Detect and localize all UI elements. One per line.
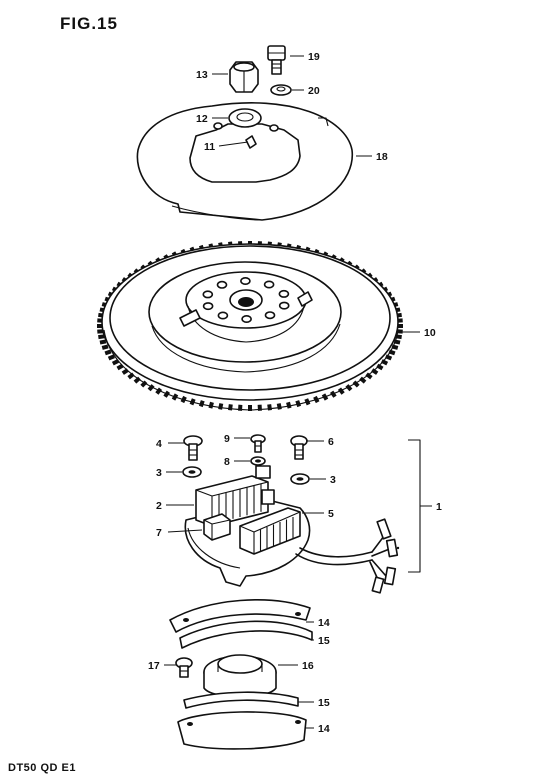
part-6-screw[interactable] (290, 435, 308, 460)
part-5-lighting-coil[interactable] (239, 507, 301, 555)
part-14-lower-plate[interactable] (177, 711, 307, 750)
part-4-screw[interactable] (183, 435, 203, 461)
gear-tooth (101, 344, 109, 350)
callout-3-left: 3 (156, 467, 162, 479)
bolt-hole (263, 280, 275, 289)
gear-tooth (380, 359, 389, 366)
gear-tooth (228, 404, 233, 411)
gear-tooth (359, 376, 367, 384)
callout-20: 20 (308, 85, 320, 97)
gear-tooth (371, 368, 379, 375)
gear-tooth (286, 401, 292, 409)
gear-tooth (98, 334, 105, 340)
bolt-hole (202, 302, 214, 311)
gear-tooth (352, 380, 360, 388)
gear-tooth (189, 398, 196, 406)
flywheel-bolt-holes (202, 276, 290, 323)
callout-14-lower: 14 (318, 723, 330, 735)
gear-tooth (140, 380, 148, 388)
part-14-upper-plate[interactable] (169, 599, 311, 633)
gear-tooth (133, 376, 141, 384)
bolt-hole (241, 314, 252, 323)
gear-tooth (345, 384, 353, 392)
callout-18: 18 (376, 151, 388, 163)
assembly-bracket (408, 439, 421, 573)
part-15-lower-band[interactable] (183, 691, 299, 709)
part-16-collar[interactable] (203, 654, 277, 698)
part-20-washer[interactable] (270, 84, 292, 96)
gear-tooth (248, 405, 252, 411)
callout-7: 7 (156, 527, 162, 539)
gear-tooth (295, 400, 302, 408)
callout-5: 5 (328, 508, 334, 520)
gear-tooth (127, 372, 135, 380)
part-2-charge-coil[interactable] (195, 465, 271, 527)
gear-tooth (208, 401, 214, 409)
gear-tooth (267, 404, 272, 411)
bolt-hole (216, 280, 228, 289)
callout-3-right: 3 (330, 474, 336, 486)
part-3-washer-left[interactable] (182, 466, 202, 478)
part-17-screw[interactable] (175, 657, 193, 678)
gear-tooth (337, 387, 345, 395)
bolt-hole (278, 301, 290, 310)
callout-15-lower: 15 (318, 697, 330, 709)
part-19-bolt[interactable] (267, 45, 286, 75)
gear-tooth (99, 339, 107, 345)
figure-title: FIG.15 (60, 14, 118, 33)
gear-tooth (388, 349, 396, 356)
callout-9: 9 (224, 433, 230, 445)
part-10-flywheel[interactable] (97, 241, 403, 411)
callout-14-upper: 14 (318, 617, 330, 629)
callout-15-upper: 15 (318, 635, 330, 647)
callout-1: 1 (436, 501, 442, 513)
callout-16: 16 (302, 660, 314, 672)
gear-tooth (376, 363, 384, 371)
gear-tooth (147, 384, 155, 392)
gear-tooth (97, 329, 104, 334)
callout-4: 4 (156, 438, 162, 450)
gear-tooth (385, 354, 393, 361)
part-15-upper-band[interactable] (179, 620, 313, 649)
part-3-washer-right[interactable] (290, 473, 310, 485)
bolt-hole (202, 290, 214, 299)
callout-8: 8 (224, 456, 230, 468)
gear-tooth (276, 403, 282, 410)
part-8-washer[interactable] (250, 456, 266, 466)
gear-tooth (155, 387, 163, 395)
callout-6: 6 (328, 436, 334, 448)
callout-12: 12 (196, 113, 208, 125)
part-18-cover-plate[interactable] (136, 102, 353, 221)
callout-labels: 19 13 20 12 11 18 10 4 9 6 8 3 3 1 2 5 7… (148, 51, 442, 735)
gear-tooth (218, 403, 224, 410)
gear-tooth (107, 354, 115, 361)
model-code: DT50 QD E1 (8, 762, 76, 774)
gear-tooth (116, 363, 124, 371)
bolt-hole (240, 276, 251, 285)
callout-19: 19 (308, 51, 320, 63)
callout-13: 13 (196, 69, 208, 81)
bolt-hole (217, 311, 229, 320)
part-13-nut[interactable] (229, 61, 259, 93)
callout-17: 17 (148, 660, 160, 672)
leader-lines (164, 55, 432, 729)
callout-2: 2 (156, 500, 162, 512)
gear-tooth (365, 372, 373, 380)
callout-11: 11 (204, 141, 215, 153)
gear-tooth (104, 349, 112, 356)
bolt-hole (264, 311, 276, 320)
bolt-hole (278, 289, 290, 298)
part-7-pulser-coil[interactable] (203, 489, 275, 541)
callout-10: 10 (424, 327, 436, 339)
part-9-screw[interactable] (250, 434, 266, 453)
part-1-stator-assembly[interactable] (184, 465, 400, 594)
